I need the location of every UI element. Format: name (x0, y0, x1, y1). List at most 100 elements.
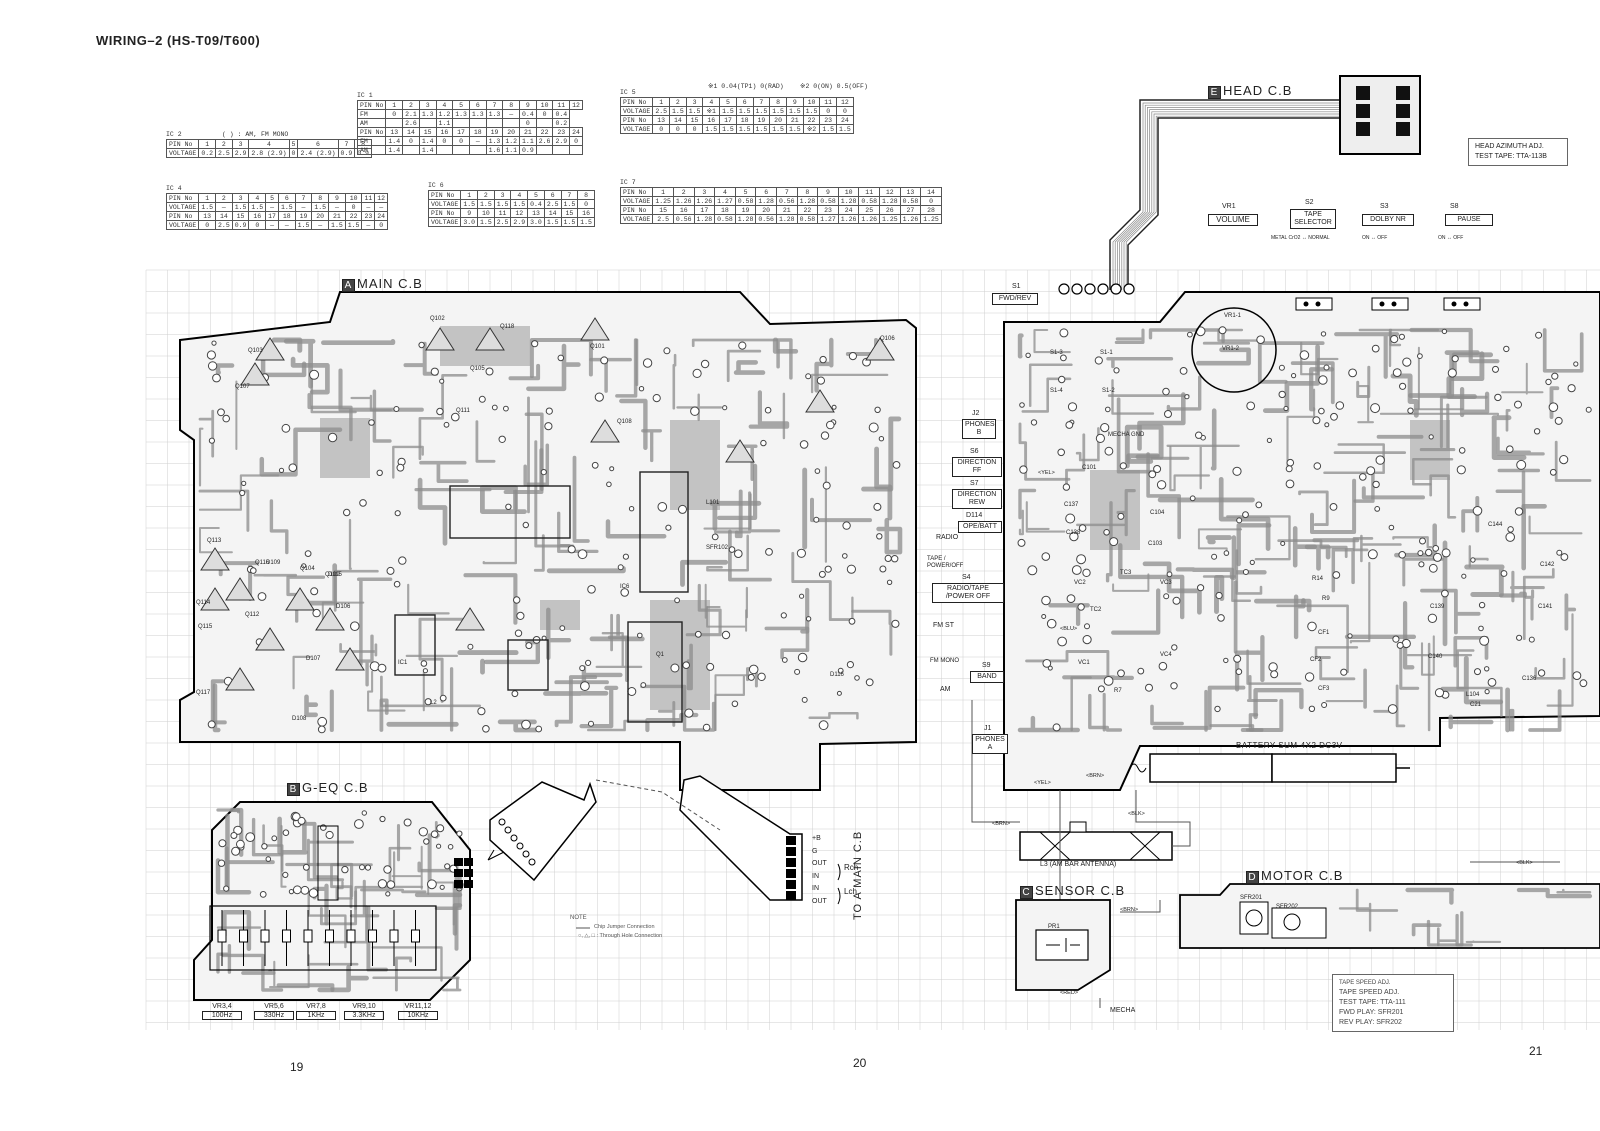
ic7-cell: VOLTAGE (619, 196, 654, 206)
right-board-trace (1298, 490, 1329, 527)
main-board-trace (579, 685, 619, 729)
geq-board-trace (306, 838, 354, 882)
solder-pad (521, 719, 531, 730)
ic4-cell: 16 (248, 211, 267, 221)
solder-pad (1235, 668, 1243, 676)
transistor-footprint (725, 439, 755, 463)
ic4-cell: — (277, 220, 296, 230)
geq-board-trace (319, 890, 358, 926)
part-ref-label: SFR202 (1276, 904, 1299, 910)
solder-pad (1323, 364, 1330, 371)
solder-pad (1432, 545, 1440, 552)
solder-pad (721, 630, 731, 640)
solder-pad (312, 608, 321, 618)
ic4-cell: 22 (344, 211, 363, 221)
right-board-trace (1521, 504, 1547, 571)
geq-vr-freq: 1KHz (296, 1011, 336, 1020)
connector-pin-label: OUT (812, 860, 827, 867)
right-board-trace (1028, 363, 1073, 407)
note-line-1: Chip Jumper Connection (594, 924, 655, 930)
solder-pad (1082, 568, 1091, 577)
ic5-cell: 2 (669, 97, 687, 107)
part-ref-label: C144 (1488, 522, 1503, 528)
right-board-trace (1111, 379, 1155, 415)
right-board-trace (1196, 347, 1251, 366)
main-board-trace (534, 440, 575, 548)
solder-pad (379, 815, 386, 823)
solder-pad (211, 340, 217, 346)
right-board-trace (1114, 328, 1145, 344)
antenna-coil-mark (1039, 831, 1161, 861)
solder-pad (271, 835, 278, 842)
right-board-trace (1402, 601, 1415, 670)
main-board-trace (304, 694, 319, 718)
right-board-trace (1323, 443, 1385, 474)
ic1-cell: 9 (519, 100, 537, 110)
solder-pad (1117, 512, 1125, 520)
main-board-trace (292, 655, 312, 690)
solder-pad (1255, 501, 1263, 509)
geq-slider-knob (411, 929, 420, 943)
ic2-cell: 2.9 (231, 148, 250, 158)
ic7-cell: 3 (693, 187, 716, 197)
ic7-cell: 1.26 (858, 214, 881, 224)
ic5-cell: 4 (702, 97, 721, 107)
ic1-cell: 16 (435, 127, 454, 137)
solder-pad (690, 406, 700, 416)
solder-pad (217, 859, 226, 867)
flex-pad (528, 858, 536, 866)
solder-pad (813, 516, 820, 523)
solder-pad (1573, 361, 1579, 367)
geq-slider-knob (303, 929, 313, 943)
solder-pad (1109, 537, 1119, 547)
solder-pad (1427, 613, 1438, 623)
solder-pad (1103, 676, 1114, 686)
part-ref-label: D115 (328, 572, 342, 578)
solder-pad (1214, 705, 1221, 713)
solder-pad (302, 863, 310, 871)
part-ref-label: D108 (292, 716, 307, 722)
solder-pad (1137, 667, 1145, 675)
solder-pad (1046, 618, 1057, 629)
solder-pad (1340, 668, 1348, 676)
main-board-trace (310, 372, 357, 414)
solder-pad (491, 404, 498, 411)
ic7-cell: 1.28 (755, 196, 777, 206)
solder-pad (222, 414, 230, 423)
solder-pad (706, 662, 715, 671)
geq-connector-pad (464, 869, 473, 877)
ic7-cell: 12 (879, 187, 901, 197)
head-flex-trace (1123, 113, 1340, 290)
ic6-cell: 1.5 (460, 199, 479, 209)
geq-board-trace (330, 863, 373, 909)
ic7-cell: 15 (652, 205, 674, 215)
solder-pad (874, 406, 881, 413)
d114-ref: D114 (966, 512, 983, 519)
ic1-cell: 1.1 (502, 145, 521, 155)
right-board-trace (1448, 714, 1494, 730)
solder-pad (822, 481, 831, 490)
geq-board-trace (391, 845, 423, 890)
ic7-cell: 1.26 (837, 214, 860, 224)
solder-pad (436, 824, 445, 833)
solder-pad (1223, 550, 1230, 556)
transistor-footprint (805, 389, 835, 413)
ic7-cell: 16 (672, 205, 695, 215)
ic4-cell: 8 (311, 193, 330, 203)
solder-pad (1375, 455, 1385, 465)
solder-pad (522, 521, 529, 529)
head-flex-trace (1112, 102, 1340, 290)
trimmer-knob (1283, 913, 1301, 931)
solder-pad (1197, 584, 1205, 592)
main-board-trace (810, 497, 872, 523)
geq-slider-knob (325, 929, 334, 943)
solder-pad (420, 660, 428, 667)
solder-pad (1441, 548, 1451, 558)
solder-pad (1069, 531, 1079, 542)
transistor-footprint (200, 547, 230, 571)
solder-pad (1516, 459, 1527, 470)
